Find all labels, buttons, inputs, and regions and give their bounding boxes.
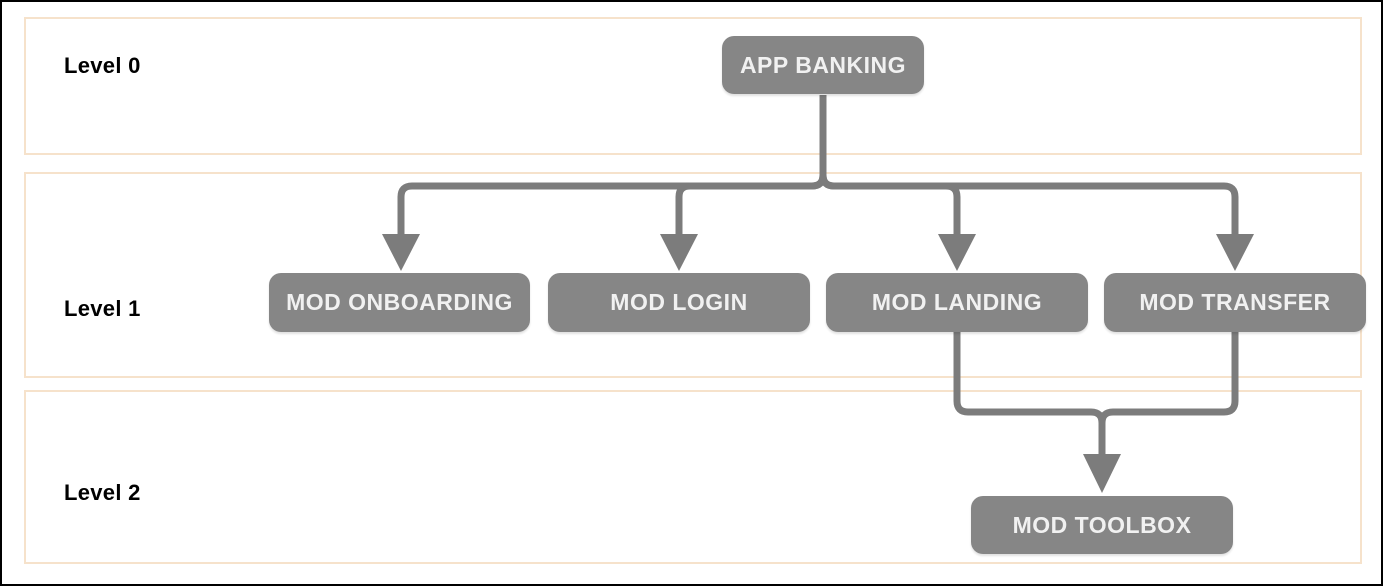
level-0-label: Level 0 bbox=[64, 53, 141, 78]
node-mod-login: MOD LOGIN bbox=[548, 273, 810, 332]
node-mod-onboarding: MOD ONBOARDING bbox=[269, 273, 530, 332]
node-mod-toolbox: MOD TOOLBOX bbox=[971, 496, 1233, 554]
level-2-label: Level 2 bbox=[64, 480, 141, 505]
level-1-label: Level 1 bbox=[64, 296, 141, 321]
level-band-2 bbox=[24, 390, 1362, 564]
level-band-0 bbox=[24, 17, 1362, 155]
node-mod-transfer: MOD TRANSFER bbox=[1104, 273, 1366, 332]
node-app-banking: APP BANKING bbox=[722, 36, 924, 94]
node-mod-landing: MOD LANDING bbox=[826, 273, 1088, 332]
